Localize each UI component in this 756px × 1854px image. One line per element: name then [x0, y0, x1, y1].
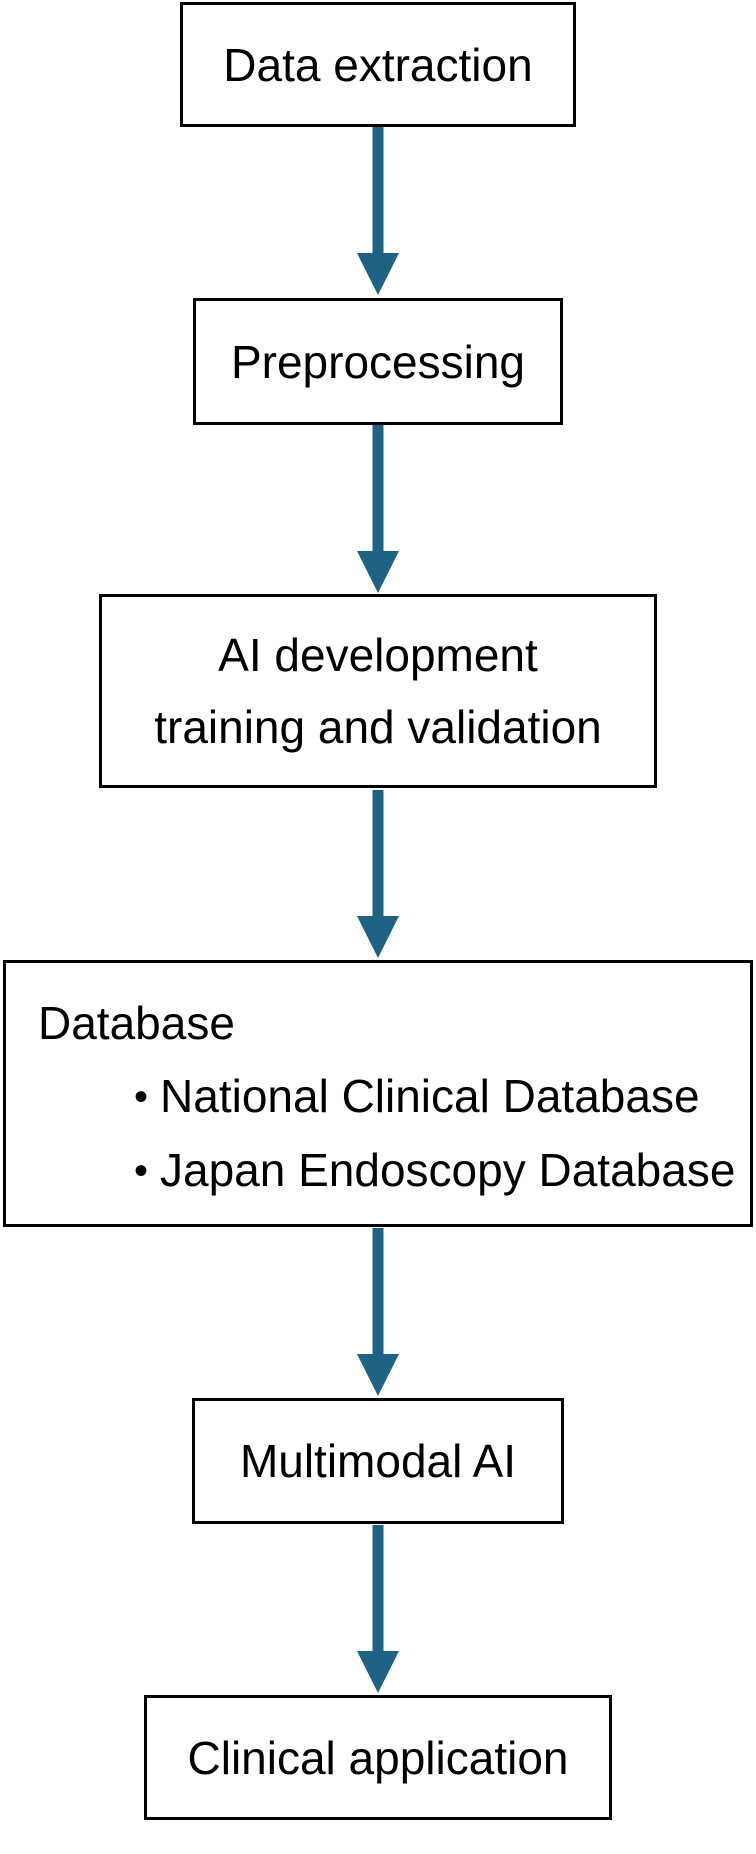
- node-ai-development: AI development training and validation: [99, 594, 657, 788]
- database-list-item: •National Clinical Database: [38, 1060, 740, 1134]
- node-database-title: Database: [38, 997, 235, 1049]
- node-preprocessing-label: Preprocessing: [230, 335, 526, 388]
- node-preprocessing: Preprocessing: [193, 298, 563, 425]
- database-list-item-label: Japan Endoscopy Database: [160, 1144, 736, 1196]
- database-list-item: •Japan Endoscopy Database: [38, 1134, 740, 1208]
- flow-arrow-down-icon: [357, 1525, 399, 1693]
- node-ai-development-label-line1: AI development: [218, 629, 538, 681]
- bullet-icon: •: [134, 1075, 149, 1119]
- node-ai-development-label-line2: training and validation: [154, 701, 602, 753]
- node-database: Database •National Clinical Database •Ja…: [3, 960, 753, 1227]
- node-data-extraction: Data extraction: [180, 2, 576, 127]
- node-clinical-application: Clinical application: [144, 1695, 612, 1820]
- node-clinical-application-label: Clinical application: [187, 1731, 569, 1784]
- database-list-item-label: National Clinical Database: [160, 1070, 700, 1122]
- node-ai-development-label: AI development training and validation: [154, 619, 602, 763]
- bullet-icon: •: [134, 1149, 149, 1193]
- flow-arrow-down-icon: [357, 790, 399, 958]
- flow-arrow-down-icon: [357, 127, 399, 295]
- node-data-extraction-label: Data extraction: [223, 38, 533, 91]
- node-database-content: Database •National Clinical Database •Ja…: [6, 963, 750, 1208]
- flow-arrow-down-icon: [357, 1228, 399, 1396]
- node-multimodal-ai: Multimodal AI: [192, 1398, 564, 1524]
- node-multimodal-ai-label: Multimodal AI: [239, 1435, 517, 1487]
- flow-arrow-down-icon: [357, 425, 399, 593]
